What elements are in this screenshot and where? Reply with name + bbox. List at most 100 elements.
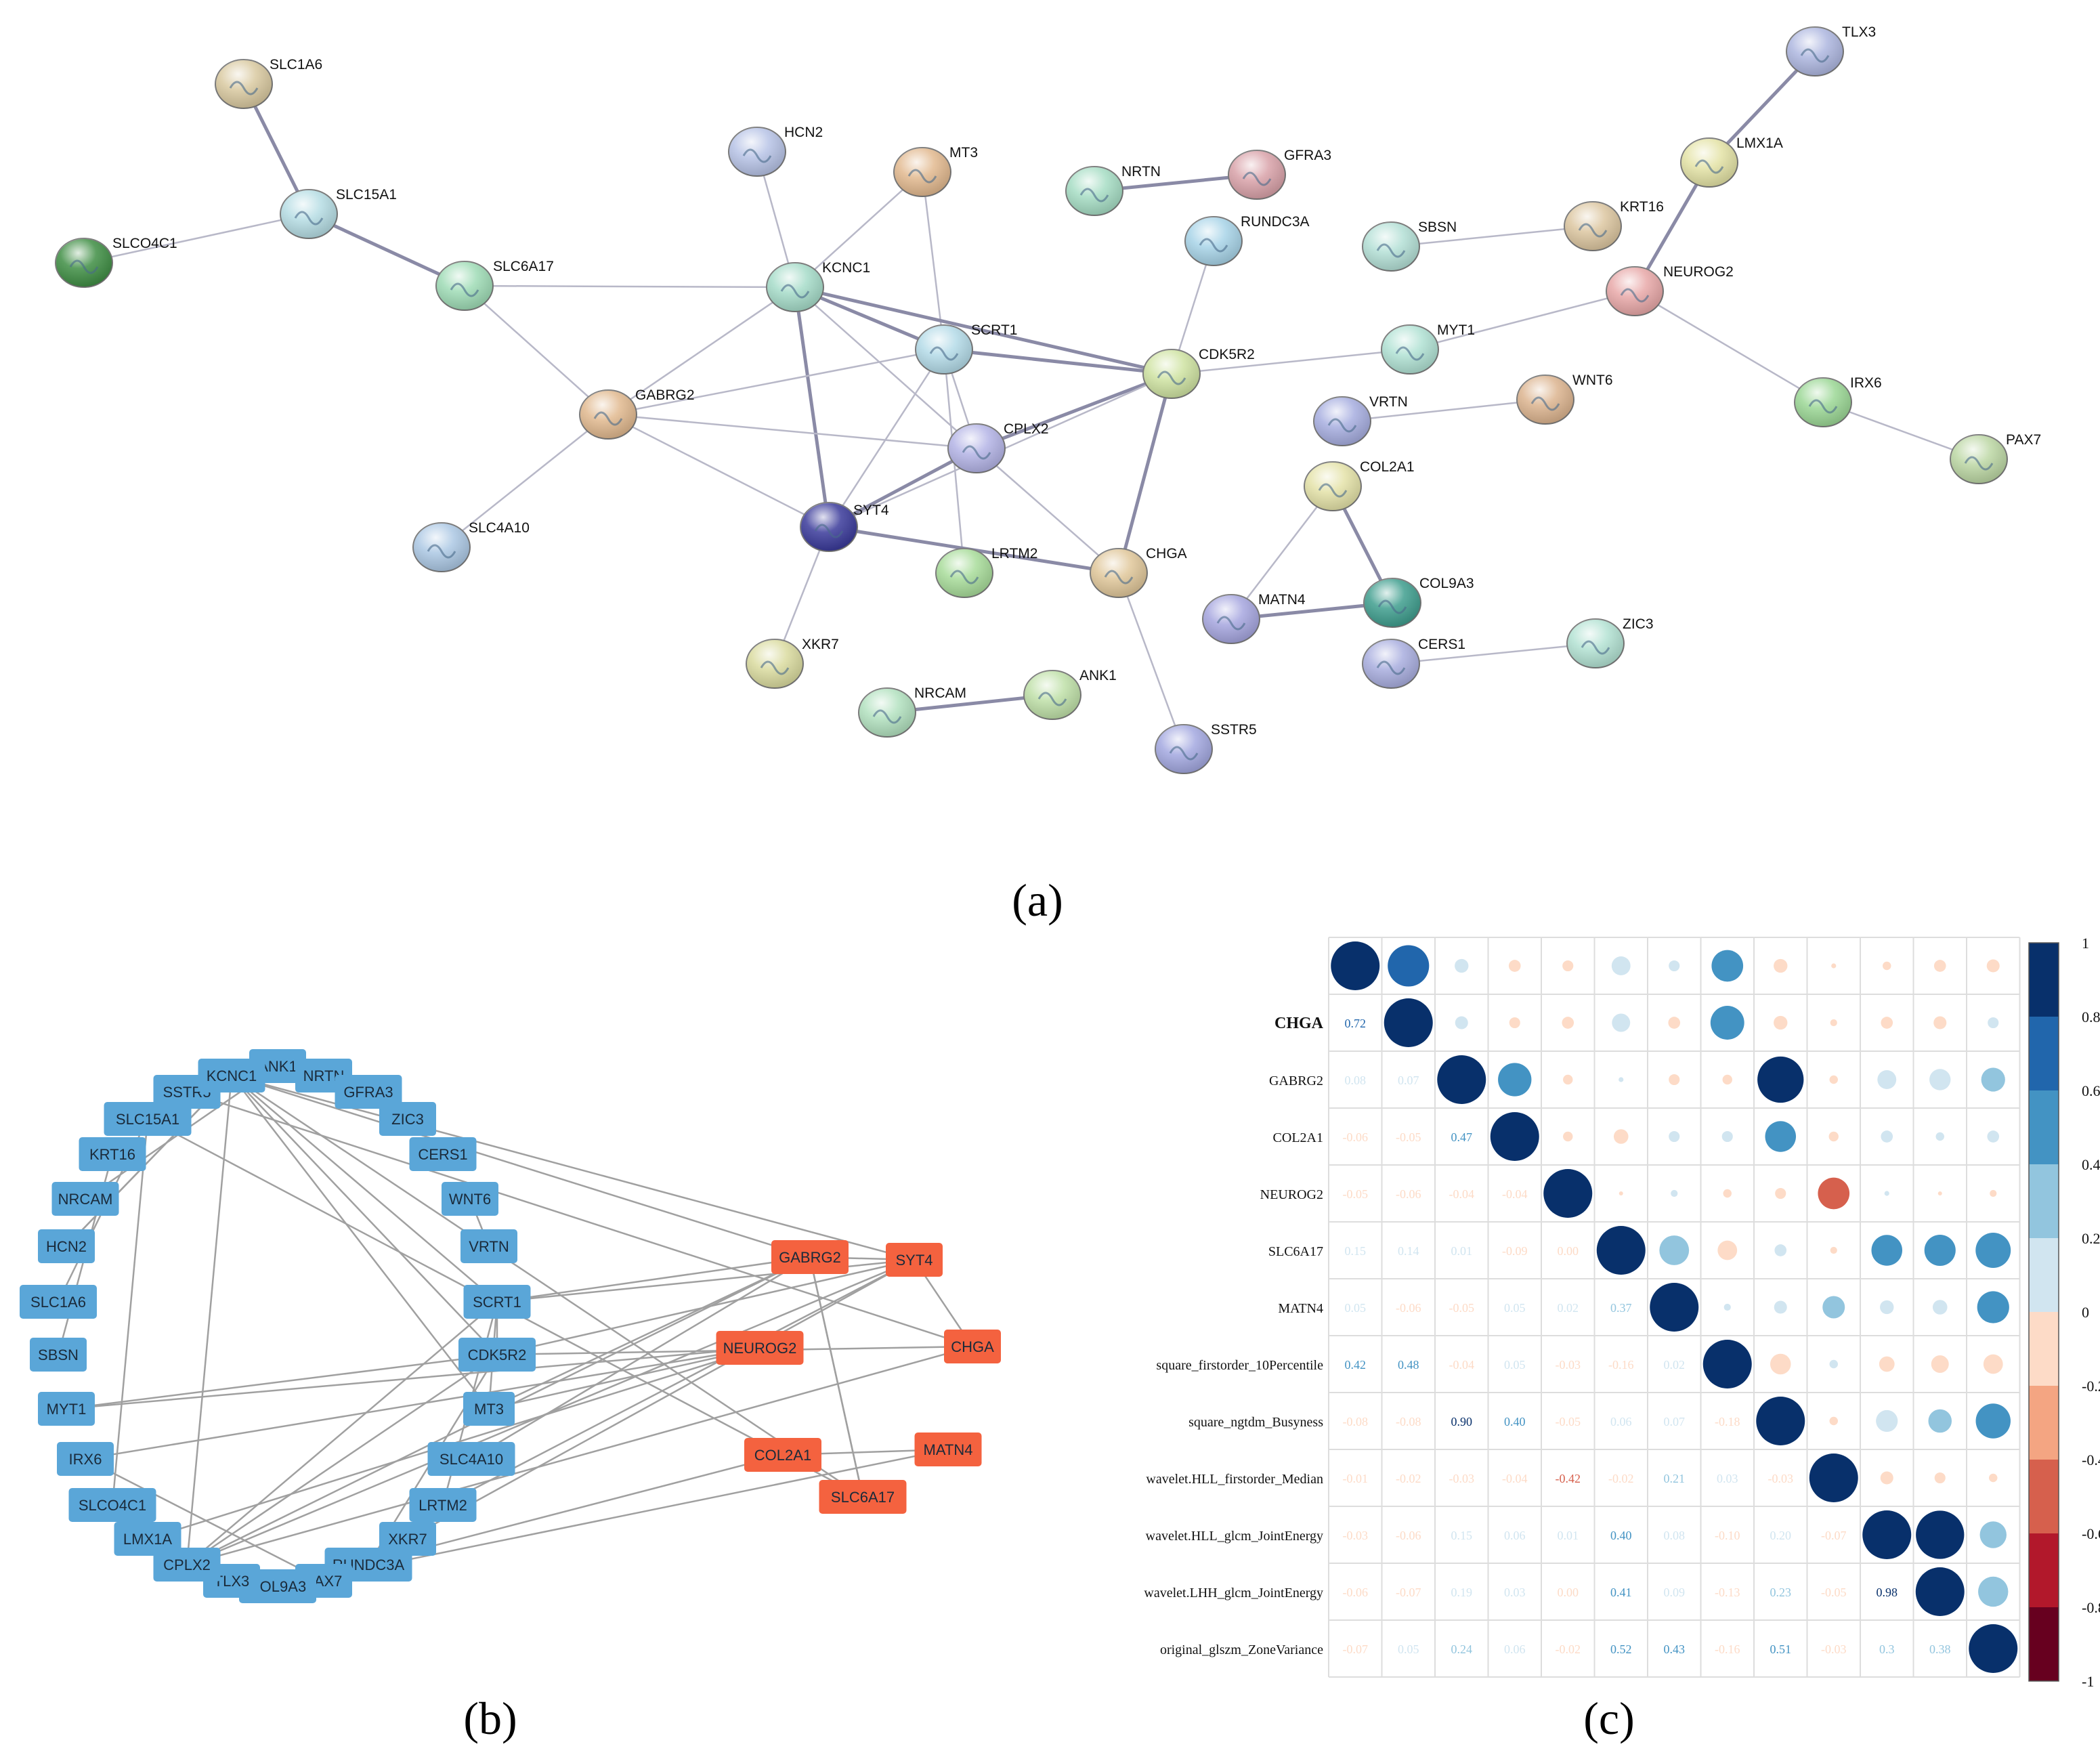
corr-value: 0.14 xyxy=(1398,1244,1419,1258)
edge-kcnc1-gabrg2 xyxy=(607,286,796,416)
corr-circle xyxy=(1931,1355,1949,1373)
edge-gabrg2-slc4a10 xyxy=(441,414,609,548)
corr-circle xyxy=(1723,1189,1732,1198)
node-slc4a10: SLC4A10 xyxy=(412,520,530,572)
row-label: wavelet.HLL_firstorder_Median xyxy=(1146,1472,1323,1487)
edge-b-kcnc1-slc6a17 xyxy=(231,1074,863,1498)
node-neurog2: NEUROG2 xyxy=(1606,264,1734,316)
corr-circle xyxy=(1774,1015,1788,1030)
node-label-irx6: IRX6 xyxy=(1850,375,1882,391)
node-b-mt3: MT3 xyxy=(463,1392,515,1426)
corr-circle xyxy=(1669,1130,1680,1143)
node-b-label-syt4: SYT4 xyxy=(895,1252,933,1269)
corr-circle xyxy=(1669,960,1680,972)
node-label-hcn2: HCN2 xyxy=(784,125,823,140)
node-mt3: MT3 xyxy=(893,145,978,197)
corr-value: -0.07 xyxy=(1821,1529,1847,1542)
node-wnt6: WNT6 xyxy=(1516,373,1613,425)
edge-b-scrt1-cplx2 xyxy=(186,1301,498,1565)
node-label-chga: CHGA xyxy=(1146,546,1187,561)
corr-value: 0.3 xyxy=(1879,1642,1895,1656)
row-label: SLC6A17 xyxy=(1268,1244,1323,1259)
corr-value: 0.52 xyxy=(1610,1642,1632,1656)
row-label: original_glszm_ZoneVariance xyxy=(1160,1642,1323,1657)
node-b-matn4: MATN4 xyxy=(914,1433,982,1466)
corr-value: 0.03 xyxy=(1717,1472,1738,1485)
corr-value: 0.72 xyxy=(1345,1017,1367,1030)
corr-circle xyxy=(1702,1340,1752,1388)
node-b-cplx2: CPLX2 xyxy=(153,1548,221,1582)
corr-circle xyxy=(1543,1169,1593,1218)
corr-value: 0.01 xyxy=(1558,1529,1579,1542)
edge-cdk5r2-myt1 xyxy=(1171,348,1411,375)
corr-value: 0.00 xyxy=(1558,1244,1579,1258)
corr-circle xyxy=(1498,1063,1532,1097)
node-b-label-gabrg2: GABRG2 xyxy=(779,1249,841,1266)
corr-value: 0.19 xyxy=(1451,1586,1473,1599)
colorbar-segment xyxy=(2029,1090,2059,1164)
node-b-label-myt1: MYT1 xyxy=(47,1401,87,1418)
node-b-label-lrtm2: LRTM2 xyxy=(419,1497,467,1514)
edge-vrtn-wnt6 xyxy=(1342,398,1546,423)
node-label-cdk5r2: CDK5R2 xyxy=(1199,347,1255,362)
corr-circle xyxy=(1612,1013,1631,1032)
corr-circle xyxy=(1331,941,1380,990)
corr-value: 0.47 xyxy=(1451,1130,1473,1144)
corr-value: -0.06 xyxy=(1396,1301,1421,1315)
corr-circle xyxy=(1613,1129,1629,1144)
node-nrtn: NRTN xyxy=(1065,164,1161,216)
corr-circle xyxy=(1881,1130,1893,1143)
corr-circle xyxy=(1969,1624,2018,1673)
node-gfra3: GFRA3 xyxy=(1228,148,1331,200)
corr-circle xyxy=(1509,1017,1520,1029)
corr-circle xyxy=(1929,1069,1951,1090)
edge-b-scrt1-gabrg2 xyxy=(496,1256,811,1303)
colorbar-segment xyxy=(2029,1607,2059,1681)
corr-value: -0.06 xyxy=(1396,1529,1421,1542)
colorbar-segment xyxy=(2029,943,2059,1017)
node-label-lrtm2: LRTM2 xyxy=(991,546,1037,561)
corr-circle xyxy=(1829,1416,1838,1426)
corr-value: 0.42 xyxy=(1345,1358,1367,1372)
edge-kcnc1-cplx2 xyxy=(794,287,977,449)
corr-circle xyxy=(1877,1070,1897,1089)
node-label-vrtn: VRTN xyxy=(1369,394,1408,410)
edge-b-syt4-lrtm2 xyxy=(442,1258,915,1506)
corr-circle xyxy=(1830,1019,1837,1027)
colorbar-tick: 0.8 xyxy=(2082,1009,2100,1025)
node-label-zic3: ZIC3 xyxy=(1623,616,1654,632)
corr-circle xyxy=(1756,1397,1805,1445)
node-b-label-hcn2: HCN2 xyxy=(46,1238,87,1255)
node-label-cers1: CERS1 xyxy=(1418,637,1465,652)
edge-cdk5r2-chga xyxy=(1117,373,1174,574)
node-b-col2a1: COL2A1 xyxy=(744,1438,821,1472)
colorbar-segment xyxy=(2029,1164,2059,1238)
corr-circle xyxy=(1562,1017,1574,1029)
corr-value: -0.06 xyxy=(1343,1130,1369,1144)
node-kcnc1: KCNC1 xyxy=(766,260,870,312)
corr-value: 0.43 xyxy=(1664,1642,1686,1656)
corr-circle xyxy=(1979,1521,2007,1548)
node-myt1: MYT1 xyxy=(1381,322,1475,375)
edge-b-mt3-neurog2 xyxy=(488,1346,760,1410)
corr-value: -0.10 xyxy=(1715,1529,1740,1542)
corr-circle xyxy=(1871,1235,1903,1266)
edge-b-neurog2-myt1 xyxy=(66,1346,760,1410)
edge-slco4c1-slc15a1 xyxy=(83,213,309,264)
corr-circle xyxy=(1710,1006,1744,1040)
corr-circle xyxy=(1596,1226,1646,1275)
corr-value: -0.07 xyxy=(1343,1642,1369,1656)
node-scrt1: SCRT1 xyxy=(915,322,1017,375)
corr-circle xyxy=(1508,960,1521,972)
corr-value: -0.05 xyxy=(1396,1130,1421,1144)
corr-circle xyxy=(1830,1246,1837,1254)
edge-scrt1-gabrg2 xyxy=(607,348,945,416)
edge-b-kcnc1-gabrg2 xyxy=(231,1074,811,1258)
edge-kcnc1-syt4 xyxy=(793,287,831,528)
corr-circle xyxy=(1723,1303,1731,1311)
node-cers1: CERS1 xyxy=(1362,637,1465,689)
corr-value: -0.05 xyxy=(1449,1301,1475,1315)
node-b-slc6a17: SLC6A17 xyxy=(819,1480,907,1514)
edge-mt3-kcnc1 xyxy=(794,171,923,288)
node-label-xkr7: XKR7 xyxy=(802,637,839,652)
